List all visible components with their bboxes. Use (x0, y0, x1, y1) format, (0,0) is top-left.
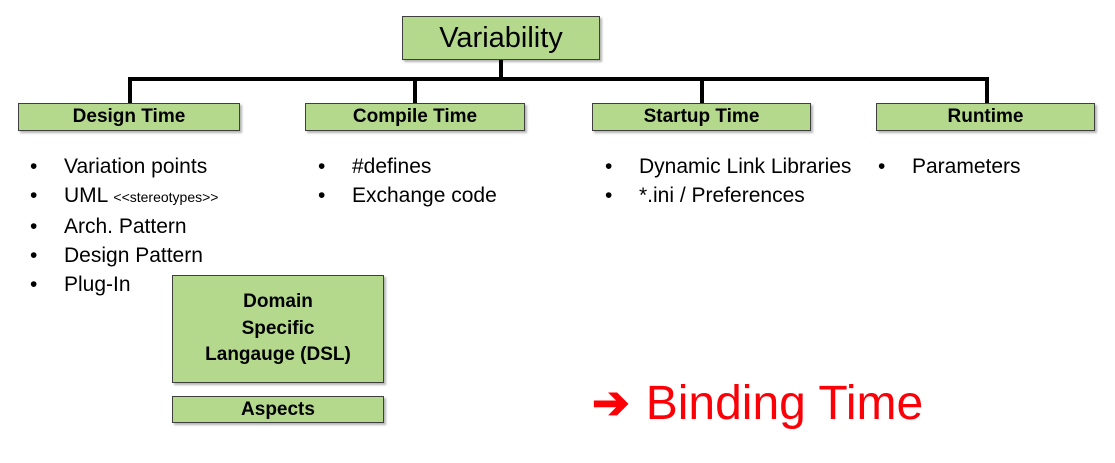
list-item: • #defines (318, 152, 573, 181)
bullet-dot-icon: • (30, 155, 38, 178)
bullet-dot-icon: • (605, 184, 613, 207)
bullet-dot-icon: • (30, 184, 38, 207)
right-arrow-icon: ➔ (592, 376, 630, 428)
bullet-dot-icon: • (878, 155, 886, 178)
list-item-stereotype: <<stereotypes>> (113, 189, 219, 205)
bullet-list-runtime: • Parameters (878, 152, 1103, 181)
connector-drop-design-time (128, 77, 132, 105)
connector-drop-compile-time (413, 77, 417, 105)
list-item: • Exchange code (318, 181, 573, 210)
bullet-dot-icon: • (30, 273, 38, 296)
list-item-text: UML (64, 184, 114, 207)
dsl-line-3: Langauge (DSL) (205, 344, 351, 366)
list-item-label: Parameters (912, 155, 1021, 178)
bullet-dot-icon: • (30, 244, 38, 267)
bullet-dot-icon: • (318, 155, 326, 178)
connector-drop-startup-time (700, 77, 704, 105)
bullet-dot-icon: • (30, 215, 38, 238)
list-item: • Variation points (30, 152, 295, 181)
list-item-label: Design Pattern (64, 244, 203, 267)
connector-bus-bar (130, 77, 989, 81)
list-item-label: UML <<stereotypes>> (64, 181, 295, 212)
connector-drop-runtime (985, 77, 989, 105)
node-aspects: Aspects (172, 396, 384, 423)
connector-root-stem (499, 60, 503, 81)
binding-time-callout: ➔ Binding Time (592, 380, 923, 428)
list-item-label: #defines (352, 155, 432, 178)
list-item: • Arch. Pattern (30, 212, 295, 241)
dsl-line-2: Specific (241, 317, 315, 339)
node-design-time-label: Design Time (72, 106, 186, 127)
binding-time-label: Binding Time (645, 377, 924, 430)
list-item: • *.ini / Preferences (605, 181, 870, 210)
node-variability: Variability (402, 16, 600, 60)
node-compile-time-label: Compile Time (352, 106, 478, 127)
node-startup-time-label: Startup Time (643, 106, 760, 127)
bullet-list-startup-time: • Dynamic Link Libraries • *.ini / Prefe… (605, 152, 870, 210)
node-startup-time: Startup Time (592, 103, 811, 131)
node-domain-specific-language: Domain Specific Langauge (DSL) (172, 275, 384, 383)
list-item-label: Plug-In (64, 273, 131, 296)
bullet-list-design-time: • Variation points • UML <<stereotypes>>… (30, 152, 295, 299)
list-item: • UML <<stereotypes>> (30, 181, 295, 212)
list-item: • Dynamic Link Libraries (605, 152, 870, 181)
list-item: • Parameters (878, 152, 1103, 181)
node-compile-time: Compile Time (305, 103, 525, 131)
node-runtime: Runtime (876, 103, 1095, 131)
list-item-label: Variation points (64, 155, 208, 178)
bullet-dot-icon: • (605, 155, 613, 178)
dsl-line-1: Domain (243, 290, 313, 312)
list-item-label: Dynamic Link Libraries (639, 155, 852, 178)
bullet-list-compile-time: • #defines • Exchange code (318, 152, 573, 210)
node-runtime-label: Runtime (947, 106, 1024, 127)
bullet-dot-icon: • (318, 184, 326, 207)
list-item: • Plug-In (30, 270, 295, 299)
list-item-label: *.ini / Preferences (639, 184, 805, 207)
node-variability-label: Variability (439, 21, 563, 54)
list-item-label: Exchange code (352, 184, 497, 207)
node-aspects-label: Aspects (241, 398, 315, 420)
list-item: • Design Pattern (30, 241, 295, 270)
list-item-label: Arch. Pattern (64, 215, 187, 238)
node-design-time: Design Time (18, 103, 240, 131)
